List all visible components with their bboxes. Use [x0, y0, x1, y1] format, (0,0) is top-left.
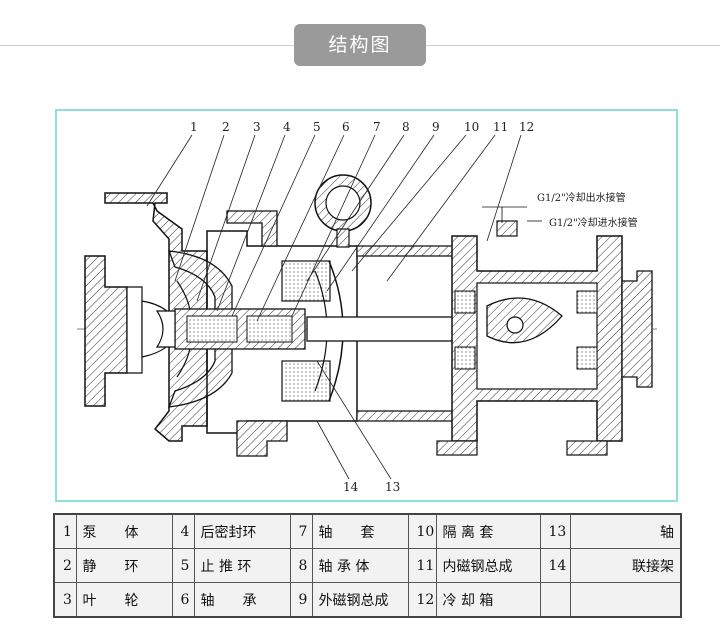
callout-leader-line — [196, 134, 256, 302]
part-name-cell: 轴 承 — [193, 582, 291, 618]
part-name-cell: 轴 承 体 — [311, 548, 409, 583]
cooling-outlet-annotation: G1/2"冷却出水接管 — [537, 191, 626, 204]
callout-label: 10 — [464, 120, 479, 134]
part-name-cell: 隔 离 套 — [435, 513, 541, 549]
callout-leader-line — [256, 134, 345, 322]
part-name-cell: 冷 却 箱 — [435, 582, 541, 618]
part-number-cell: 5 — [171, 548, 195, 583]
part-number-cell: 8 — [289, 548, 313, 583]
coupling-flange — [621, 270, 653, 388]
callout-leader-line — [291, 134, 376, 317]
callout-leader-line — [351, 134, 467, 272]
callout-leader-line — [316, 360, 392, 480]
connection-frame — [206, 210, 468, 457]
part-name-cell: 静 环 — [75, 548, 173, 583]
callout-label: 3 — [253, 120, 261, 134]
bearing-housing — [436, 220, 623, 456]
lifting-eye — [314, 174, 372, 248]
part-number-cell: 11 — [407, 548, 437, 583]
part-name-cell: 联接架 — [569, 548, 682, 583]
callout-label: 7 — [373, 120, 381, 134]
callout-leader-line — [306, 134, 405, 282]
magnet-assemblies — [281, 260, 344, 402]
part-number-cell: 3 — [53, 582, 77, 618]
callout-label: 14 — [343, 480, 359, 494]
part-number-cell: 12 — [407, 582, 437, 618]
cooling-inlet-annotation: G1/2"冷却进水接管 — [549, 216, 638, 229]
part-number-cell: 14 — [539, 548, 571, 583]
callout-label: 8 — [402, 120, 410, 134]
callout-leader-line — [326, 134, 435, 292]
part-name-cell — [569, 582, 682, 618]
part-number-cell: 1 — [53, 513, 77, 549]
callout-label: 6 — [342, 120, 350, 134]
callout-leader-line — [146, 134, 193, 207]
callout-label: 12 — [519, 120, 534, 134]
part-number-cell: 4 — [171, 513, 195, 549]
part-number-cell: 2 — [53, 548, 77, 583]
part-name-cell: 内磁钢总成 — [435, 548, 541, 583]
part-name-cell: 轴 套 — [311, 513, 409, 549]
part-number-cell: 10 — [407, 513, 437, 549]
part-number-cell: 7 — [289, 513, 313, 549]
part-number-cell: 9 — [289, 582, 313, 618]
part-name-cell: 叶 轮 — [75, 582, 173, 618]
callout-label: 1 — [190, 120, 198, 134]
part-name-cell: 止 推 环 — [193, 548, 291, 583]
part-name-cell: 外磁钢总成 — [311, 582, 409, 618]
part-number-cell: 13 — [539, 513, 571, 549]
callout-leader-line — [231, 134, 316, 317]
callout-leader-line — [386, 134, 496, 282]
part-name-cell: 泵 体 — [75, 513, 173, 549]
shaft-bearing-assembly — [155, 308, 306, 350]
callout-label: 13 — [385, 480, 400, 494]
callout-label: 9 — [432, 120, 440, 134]
callout-label: 5 — [313, 120, 321, 134]
callout-label: 11 — [493, 120, 508, 134]
part-name-cell: 后密封环 — [193, 513, 291, 549]
callout-leader-line — [316, 420, 350, 480]
callout-label: 2 — [222, 120, 230, 134]
callout-leader-line — [174, 134, 225, 282]
part-name-cell: 轴 — [569, 513, 682, 549]
part-number-cell: 6 — [171, 582, 195, 618]
callout-leader-line — [486, 134, 522, 242]
part-number-cell — [539, 582, 571, 618]
section-title: 结构图 — [294, 24, 426, 66]
callout-leader-line — [216, 134, 286, 312]
callout-label: 4 — [283, 120, 291, 134]
